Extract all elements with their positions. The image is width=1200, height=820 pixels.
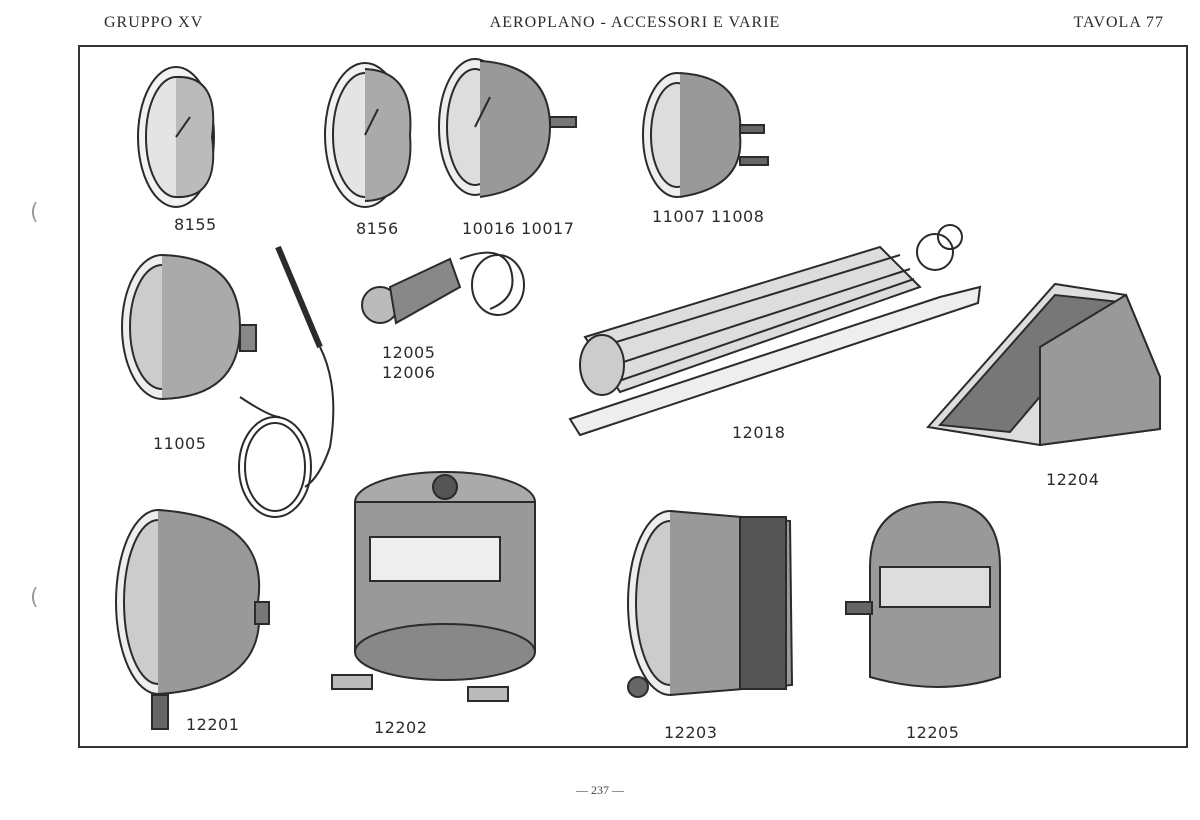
- caption-12006: 12006: [382, 363, 436, 382]
- header-group: GRUPPO XV: [104, 14, 204, 31]
- gauge-10016-icon: [438, 58, 577, 198]
- gauge-12201-icon: [115, 509, 270, 730]
- header-plate-number: TAVOLA 77: [1073, 14, 1164, 31]
- caption-11005: 11005: [153, 434, 207, 453]
- punch-mark-icon: (: [30, 200, 39, 225]
- page-number: — 237 —: [576, 783, 624, 797]
- header-title: AEROPLANO - ACCESSORI E VARIE: [489, 14, 781, 31]
- caption-8156: 8156: [356, 219, 399, 238]
- compass-12205-icon: [845, 500, 1001, 688]
- gauge-12203-icon: [627, 510, 794, 698]
- caption-12202: 12202: [374, 718, 428, 737]
- punch-mark-icon: (: [30, 585, 39, 610]
- gauge-8156-icon: [324, 62, 412, 208]
- gauge-11007-icon: [642, 72, 769, 198]
- caption-12203: 12203: [664, 723, 718, 742]
- caption-8155: 8155: [174, 215, 217, 234]
- illustrations: [115, 58, 1161, 730]
- sensor-12005-icon: [361, 251, 525, 325]
- gauge-8155-icon: [137, 66, 215, 208]
- caption-12201: 12201: [186, 715, 240, 734]
- caption-12005-12006: 12005 12006: [382, 343, 435, 383]
- caption-12018: 12018: [732, 423, 786, 442]
- caption-10016-10017: 10016 10017: [462, 219, 575, 238]
- extinguisher-12018-icon: [568, 224, 982, 437]
- panel-12204-icon: [926, 282, 1161, 447]
- illustration-plate: 8155 8156 10016 10017 11007 11008 11005 …: [78, 45, 1188, 748]
- caption-12204: 12204: [1046, 470, 1100, 489]
- gauge-11005-icon: [121, 245, 335, 518]
- caption-11007-11008: 11007 11008: [652, 207, 765, 226]
- caption-12005: 12005: [382, 343, 436, 362]
- caption-12205: 12205: [906, 723, 960, 742]
- compass-12202-icon: [331, 471, 536, 702]
